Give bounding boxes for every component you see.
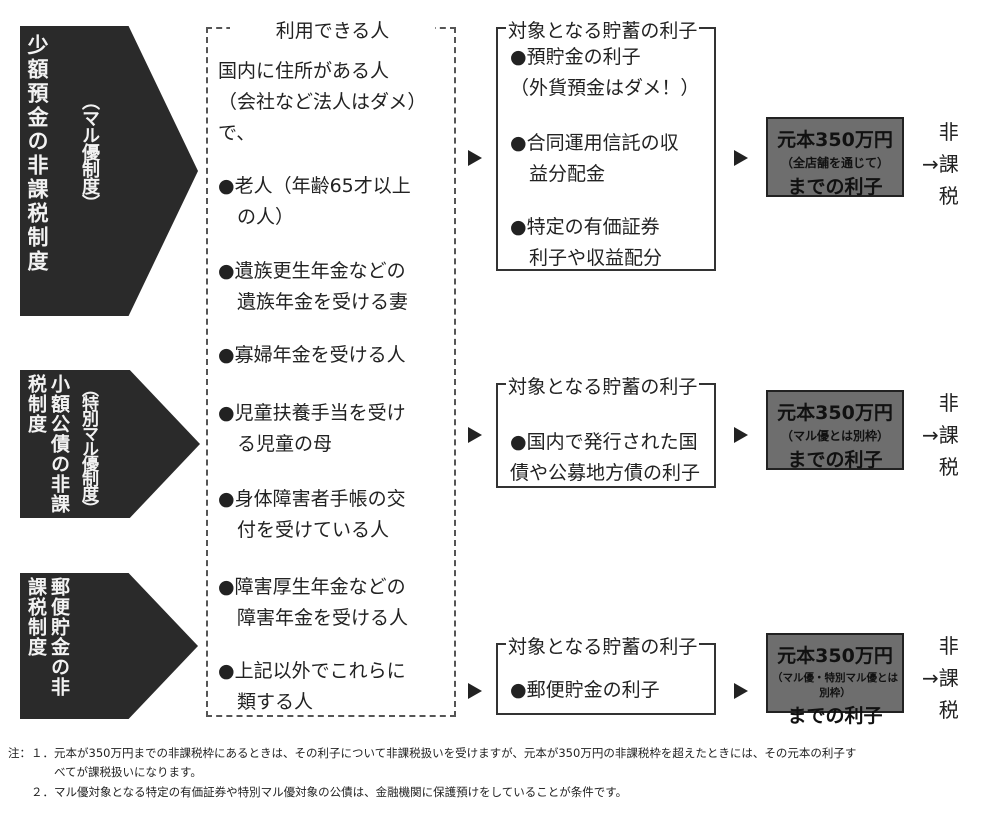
limit-3-end: までの利子	[787, 705, 883, 727]
limit-3-note: （マル優・特別マル優とは別枠）	[772, 672, 898, 699]
system-2-sub: （特別マル優制度）	[78, 380, 98, 515]
target-3-title: 対象となる貯蓄の利子	[506, 632, 700, 659]
taxfree-result-1: 非 →課 税	[922, 120, 959, 208]
system-2-name-wrap: 小額公債の非課税制度	[24, 374, 78, 514]
arrow-icon	[734, 427, 748, 443]
target-2-item: ●国内で発行された国 債や公募地方債の利子	[510, 431, 701, 484]
arrow-icon	[468, 150, 482, 166]
footnote-line: ２．マル優対象となる特定の有価証券や特別マル優対象の公債は、金融機関に保護預けを…	[8, 785, 628, 799]
limit-1-end: までの利子	[787, 176, 883, 198]
limit-box-1: 元本350万円 （全店舗を通じて） までの利子	[766, 117, 904, 198]
eligible-item: ●寡婦年金を受ける人	[218, 344, 406, 366]
eligible-item: ●児童扶養手当を受け る児童の母	[218, 402, 406, 455]
system-1-name: 少額預金の非課税制度	[25, 34, 49, 274]
limit-box-3: 元本350万円 （マル優・特別マル優とは別枠） までの利子	[766, 633, 904, 727]
target-1-item: ●合同運用信託の収 益分配金	[510, 132, 679, 185]
arrow-icon	[468, 427, 482, 443]
arrow-icon	[734, 683, 748, 699]
eligible-item: ●身体障害者手帳の交 付を受けている人	[218, 488, 406, 541]
taxfree-result-3: 非 →課 税	[922, 634, 959, 722]
target-2-title: 対象となる貯蓄の利子	[506, 372, 700, 399]
arrow-icon	[734, 150, 748, 166]
target-1-item: ●預貯金の利子 （外貨預金はダメ！）	[510, 46, 700, 99]
system-3-name-wrap: 郵便貯金の非課税制度	[24, 577, 84, 715]
footnote-line: 注：１．元本が350万円までの非課税枠にあるときは、その利子について非課税扱いを…	[8, 746, 857, 760]
arrow-icon	[468, 683, 482, 699]
target-1-title: 対象となる貯蓄の利子	[506, 16, 700, 43]
target-1-item: ●特定の有価証券 利子や収益配分	[510, 216, 663, 269]
system-1-sub: （マル優制度）	[79, 92, 100, 211]
limit-1-main: 元本350万円	[777, 129, 893, 151]
eligible-title: 利用できる人	[230, 16, 435, 43]
footnote-line: べてが課税扱いになります。	[8, 765, 202, 779]
eligible-intro: 国内に住所がある人 （会社など法人はダメ） で、	[218, 60, 427, 144]
target-3-item: ●郵便貯金の利子	[510, 679, 660, 701]
limit-2-end: までの利子	[787, 449, 883, 471]
limit-2-main: 元本350万円	[777, 402, 893, 424]
eligible-item: ●上記以外でこれらに 類する人	[218, 660, 406, 713]
eligible-item: ●遺族更生年金などの 遺族年金を受ける妻	[218, 260, 409, 313]
system-2-name: 小額公債の非課税制度	[25, 374, 70, 514]
system-3-name: 郵便貯金の非課税制度	[25, 577, 70, 697]
taxfree-result-2: 非 →課 税	[922, 391, 959, 479]
limit-box-2: 元本350万円 （マル優とは別枠） までの利子	[766, 390, 904, 471]
limit-2-note: （マル優とは別枠）	[780, 429, 889, 443]
eligible-item: ●障害厚生年金などの 障害年金を受ける人	[218, 576, 409, 629]
limit-3-main: 元本350万円	[777, 645, 893, 667]
eligible-item: ●老人（年齢65才以上 の人）	[218, 175, 411, 228]
limit-1-note: （全店舗を通じて）	[780, 156, 889, 170]
